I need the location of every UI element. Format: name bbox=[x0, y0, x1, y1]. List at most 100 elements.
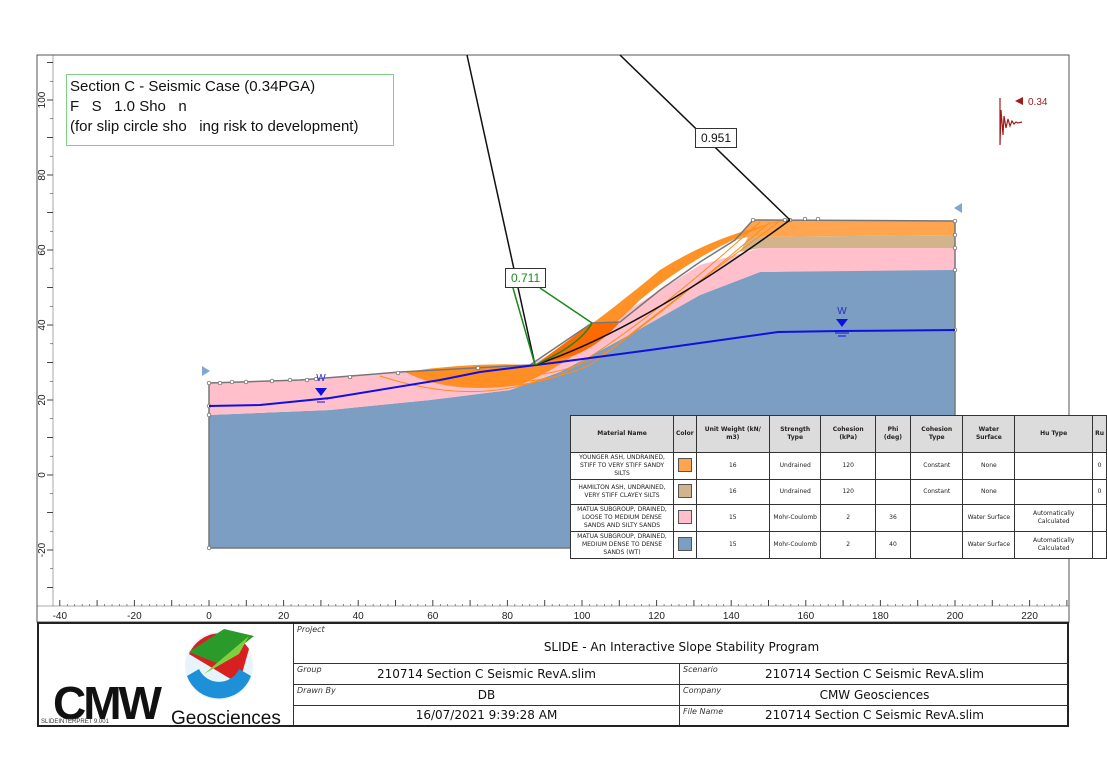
cell-phi bbox=[874, 452, 912, 480]
water-table bbox=[208, 329, 956, 407]
group-cell: Group 210714 Section C Seismic RevA.slim bbox=[293, 663, 679, 684]
cell-strength: Mohr-Coulomb bbox=[768, 531, 822, 559]
table-row: MATUA SUBGROUP, DRAINED, MEDIUM DENSE TO… bbox=[570, 531, 1107, 559]
date-value: 16/07/2021 9:39:28 AM bbox=[415, 708, 558, 722]
note-line-2: F S 1.0 Sho n bbox=[70, 98, 187, 115]
cell-strength: Undrained bbox=[768, 452, 822, 480]
cell-phi: 40 bbox=[874, 531, 912, 559]
color-swatch bbox=[677, 536, 692, 551]
cell-ru: 0 bbox=[1092, 452, 1107, 480]
file-name-cell: File Name 210714 Section C Seismic RevA.… bbox=[679, 705, 1069, 725]
file-name-label: File Name bbox=[683, 707, 724, 716]
y-tick-label: 40 bbox=[37, 319, 48, 331]
water-label: W bbox=[837, 306, 847, 317]
left-boundary-marker bbox=[202, 366, 210, 376]
note-line-1: Section C - Seismic Case (0.34PGA) bbox=[70, 78, 316, 95]
table-header: Cohesion Type bbox=[910, 415, 964, 453]
logo-subtext: Geosciences bbox=[171, 708, 281, 725]
layer-hamilton-ash bbox=[740, 235, 955, 252]
material-color-swatch bbox=[673, 452, 697, 480]
cell-name: MATUA SUBGROUP, DRAINED, MEDIUM DENSE TO… bbox=[570, 531, 674, 559]
x-tick-label: 160 bbox=[797, 611, 814, 622]
critical-slip-circle bbox=[534, 219, 791, 366]
cell-unit-weight: 15 bbox=[695, 504, 770, 532]
table-header: Phi (deg) bbox=[874, 415, 912, 453]
cell-hu bbox=[1014, 479, 1094, 505]
table-header: Ru bbox=[1092, 415, 1107, 453]
x-tick-label: 100 bbox=[574, 611, 591, 622]
cell-hu bbox=[1014, 452, 1094, 480]
note-line-3: (for slip circle sho ing risk to develop… bbox=[70, 118, 359, 135]
project-value: SLIDE - An Interactive Slope Stability P… bbox=[543, 640, 820, 654]
company-logo: CMW Geosciences SLIDEINTERPRET 9.001 bbox=[39, 624, 293, 729]
cell-ru bbox=[1092, 504, 1107, 532]
y-tick-label: 80 bbox=[37, 169, 48, 181]
y-tick-label: 100 bbox=[37, 91, 48, 108]
seismic-coefficient-label: 0.34 bbox=[1028, 97, 1048, 108]
drawn-by-value: DB bbox=[477, 688, 496, 702]
group-value: 210714 Section C Seismic RevA.slim bbox=[377, 667, 596, 681]
project-label: Project bbox=[297, 625, 325, 634]
color-swatch bbox=[677, 457, 692, 472]
layer-matua-loose bbox=[209, 248, 955, 415]
cell-name: HAMILTON ASH, UNDRAINED, VERY STIFF CLAY… bbox=[570, 479, 674, 505]
table-row: YOUNGER ASH, UNDRAINED, STIFF TO VERY ST… bbox=[570, 452, 1107, 480]
cell-unit-weight: 15 bbox=[695, 531, 770, 559]
color-swatch bbox=[677, 483, 692, 498]
seismic-load-icon bbox=[999, 97, 1023, 146]
cell-name: YOUNGER ASH, UNDRAINED, STIFF TO VERY ST… bbox=[570, 452, 674, 480]
table-header: Color bbox=[673, 415, 697, 453]
version-text: SLIDEINTERPRET 9.001 bbox=[41, 719, 110, 725]
x-tick-label: 120 bbox=[648, 611, 665, 622]
x-tick-label: 0 bbox=[206, 611, 212, 622]
cell-water: Water Surface bbox=[962, 504, 1016, 532]
title-block: CMW Geosciences SLIDEINTERPRET 9.001 Pro… bbox=[37, 622, 1069, 729]
cell-unit-weight: 16 bbox=[695, 479, 770, 505]
table-header: Unit Weight (kN/ m3) bbox=[695, 415, 770, 453]
cell-cohesion: 2 bbox=[820, 504, 876, 532]
scenario-cell: Scenario 210714 Section C Seismic RevA.s… bbox=[679, 663, 1069, 684]
right-boundary-marker bbox=[954, 203, 962, 213]
layer-younger-ash bbox=[735, 220, 955, 240]
drawn-by-cell: Drawn By DB bbox=[293, 684, 679, 705]
x-tick-label: 200 bbox=[947, 611, 964, 622]
cell-strength: Mohr-Coulomb bbox=[768, 504, 822, 532]
radius-line-min-1 bbox=[512, 287, 536, 366]
project-cell: Project SLIDE - An Interactive Slope Sta… bbox=[293, 624, 1069, 663]
cell-cohesion-type bbox=[910, 531, 964, 559]
fs-label-critical: 0.711 bbox=[505, 268, 547, 288]
group-label: Group bbox=[297, 665, 322, 674]
x-tick-label: 60 bbox=[427, 611, 439, 622]
x-tick-label: 140 bbox=[723, 611, 740, 622]
x-tick-label: 20 bbox=[278, 611, 290, 622]
cell-cohesion-type: Constant bbox=[910, 452, 964, 480]
table-row: MATUA SUBGROUP, DRAINED, LOOSE TO MEDIUM… bbox=[570, 504, 1107, 532]
material-color-swatch bbox=[673, 504, 697, 532]
cell-unit-weight: 16 bbox=[695, 452, 770, 480]
section-note: Section C - Seismic Case (0.34PGA) F S 1… bbox=[66, 74, 394, 146]
y-tick-label: 0 bbox=[37, 472, 48, 478]
water-table-marker-right: W bbox=[835, 306, 849, 337]
table-header: Material Name bbox=[570, 415, 674, 453]
x-tick-label: -40 bbox=[53, 611, 68, 622]
company-value: CMW Geosciences bbox=[819, 688, 930, 702]
cell-cohesion: 2 bbox=[820, 531, 876, 559]
cell-cohesion-type: Constant bbox=[910, 479, 964, 505]
cell-water: None bbox=[962, 479, 1016, 505]
cell-hu: Automatically Calculated bbox=[1014, 531, 1094, 559]
cell-water: Water Surface bbox=[962, 531, 1016, 559]
cell-phi: 36 bbox=[874, 504, 912, 532]
x-tick-label: -20 bbox=[127, 611, 142, 622]
radius-line-critical bbox=[466, 54, 536, 366]
x-tick-label: 220 bbox=[1021, 611, 1038, 622]
scenario-value: 210714 Section C Seismic RevA.slim bbox=[765, 667, 984, 681]
company-label: Company bbox=[683, 686, 722, 695]
x-tick-label: 80 bbox=[502, 611, 514, 622]
table-header: Hu Type bbox=[1014, 415, 1094, 453]
cell-hu: Automatically Calculated bbox=[1014, 504, 1094, 532]
water-label: W bbox=[316, 373, 326, 384]
material-color-swatch bbox=[673, 531, 697, 559]
